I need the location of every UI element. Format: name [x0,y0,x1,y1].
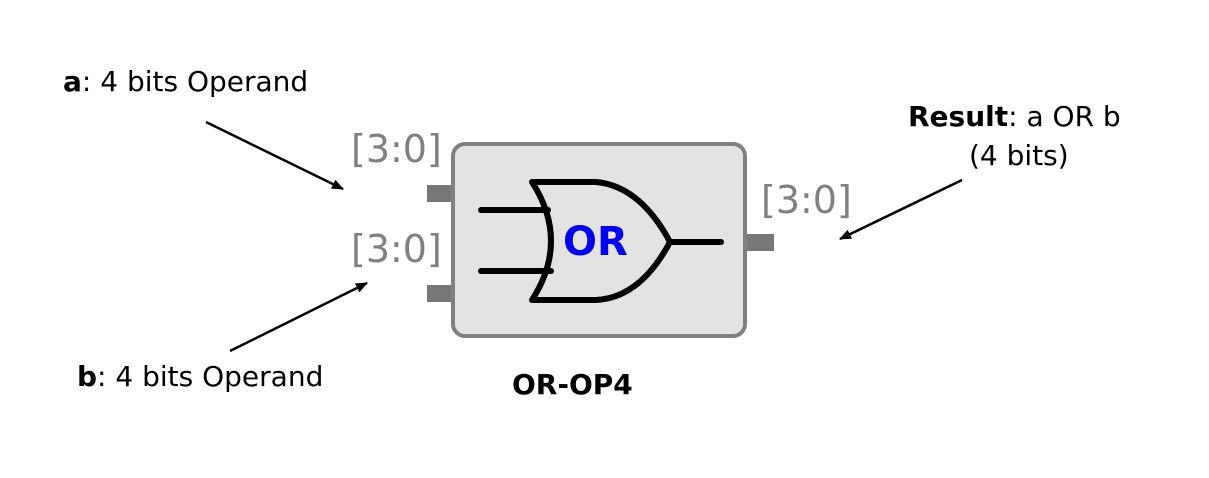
operand-a-label: a: 4 bits Operand [63,68,308,96]
result-arrow [839,178,963,241]
block-caption: OR-OP4 [512,368,633,401]
output-pin [747,234,774,251]
input-a-pin [427,185,451,202]
operand-b-label: b: 4 bits Operand [77,363,323,391]
or-gate-icon [478,179,724,303]
result-description: : a OR b [1008,100,1121,133]
result-label: Result: a OR b [908,103,1121,131]
input-b-pin [427,285,451,302]
operand-a-arrow [205,120,344,191]
result-name: Result [908,100,1009,133]
input-b-range-label: [3:0] [351,227,442,271]
operand-a-name: a [63,65,82,98]
operand-b-description: : 4 bits Operand [97,360,324,393]
result-width-label: (4 bits) [969,139,1069,172]
gate-type-label: OR [563,219,628,265]
input-a-range-label: [3:0] [351,127,442,171]
operand-b-name: b [77,360,98,393]
operand-b-arrow [229,281,368,353]
operand-a-description: : 4 bits Operand [81,65,309,98]
output-range-label: [3:0] [761,178,852,222]
